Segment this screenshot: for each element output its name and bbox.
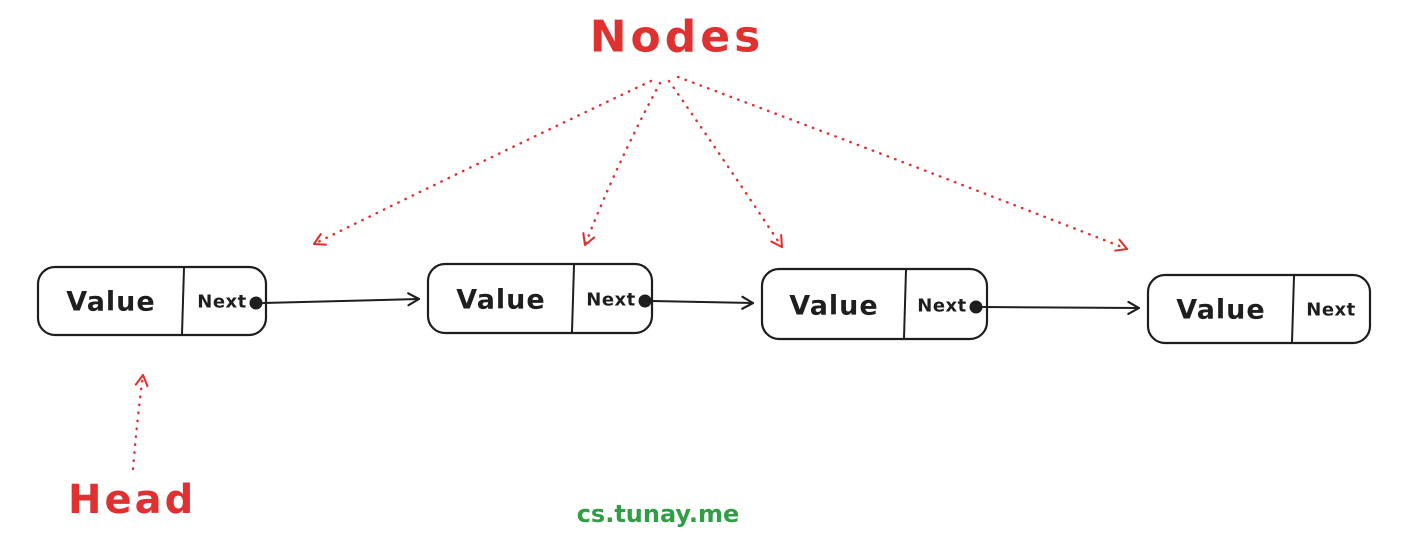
node-value-label: Value [66, 287, 155, 318]
node: Value Next [36, 265, 268, 337]
next-pointer-dot-icon [249, 296, 263, 310]
node-next-label: Next [586, 290, 636, 311]
node: Value Next [1146, 273, 1372, 345]
node-next-label: Next [197, 292, 247, 313]
next-pointer-dot-icon [638, 294, 652, 308]
node: Value Next [426, 262, 654, 335]
nodes-pointer-arrow-3 [667, 79, 784, 249]
node-divider [571, 264, 575, 333]
node-divider [1291, 275, 1295, 343]
nodes-pointer-arrow-1 [312, 79, 653, 246]
next-arrow-node2-node3 [651, 295, 755, 310]
node-box [36, 265, 268, 337]
nodes-annotation: Nodes [312, 12, 1129, 252]
node-next-label: Next [917, 296, 967, 317]
nodes-pointer-arrow-2 [582, 81, 662, 247]
node-box [426, 262, 654, 335]
head-pointer-arrow [131, 373, 149, 471]
node-value-label: Value [1176, 295, 1265, 326]
node-divider [181, 267, 185, 335]
next-arrow-node3-node4 [982, 300, 1141, 315]
node-next-label: Next [1306, 300, 1356, 321]
node-value-label: Value [456, 285, 545, 316]
nodes-pointer-arrow-4 [676, 75, 1129, 252]
next-pointer-dot-icon [969, 300, 983, 314]
head-annotation: Head [68, 373, 196, 523]
node-value-label: Value [789, 291, 878, 322]
next-arrow-node1-node2 [262, 292, 421, 307]
nodes-annotation-label: Nodes [590, 12, 765, 63]
watermark: cs.tunay.me [577, 500, 740, 528]
node: Value Next [760, 267, 989, 341]
node-divider [903, 269, 907, 339]
node-box [760, 267, 989, 341]
head-annotation-label: Head [68, 477, 196, 523]
node-box [1146, 273, 1372, 345]
